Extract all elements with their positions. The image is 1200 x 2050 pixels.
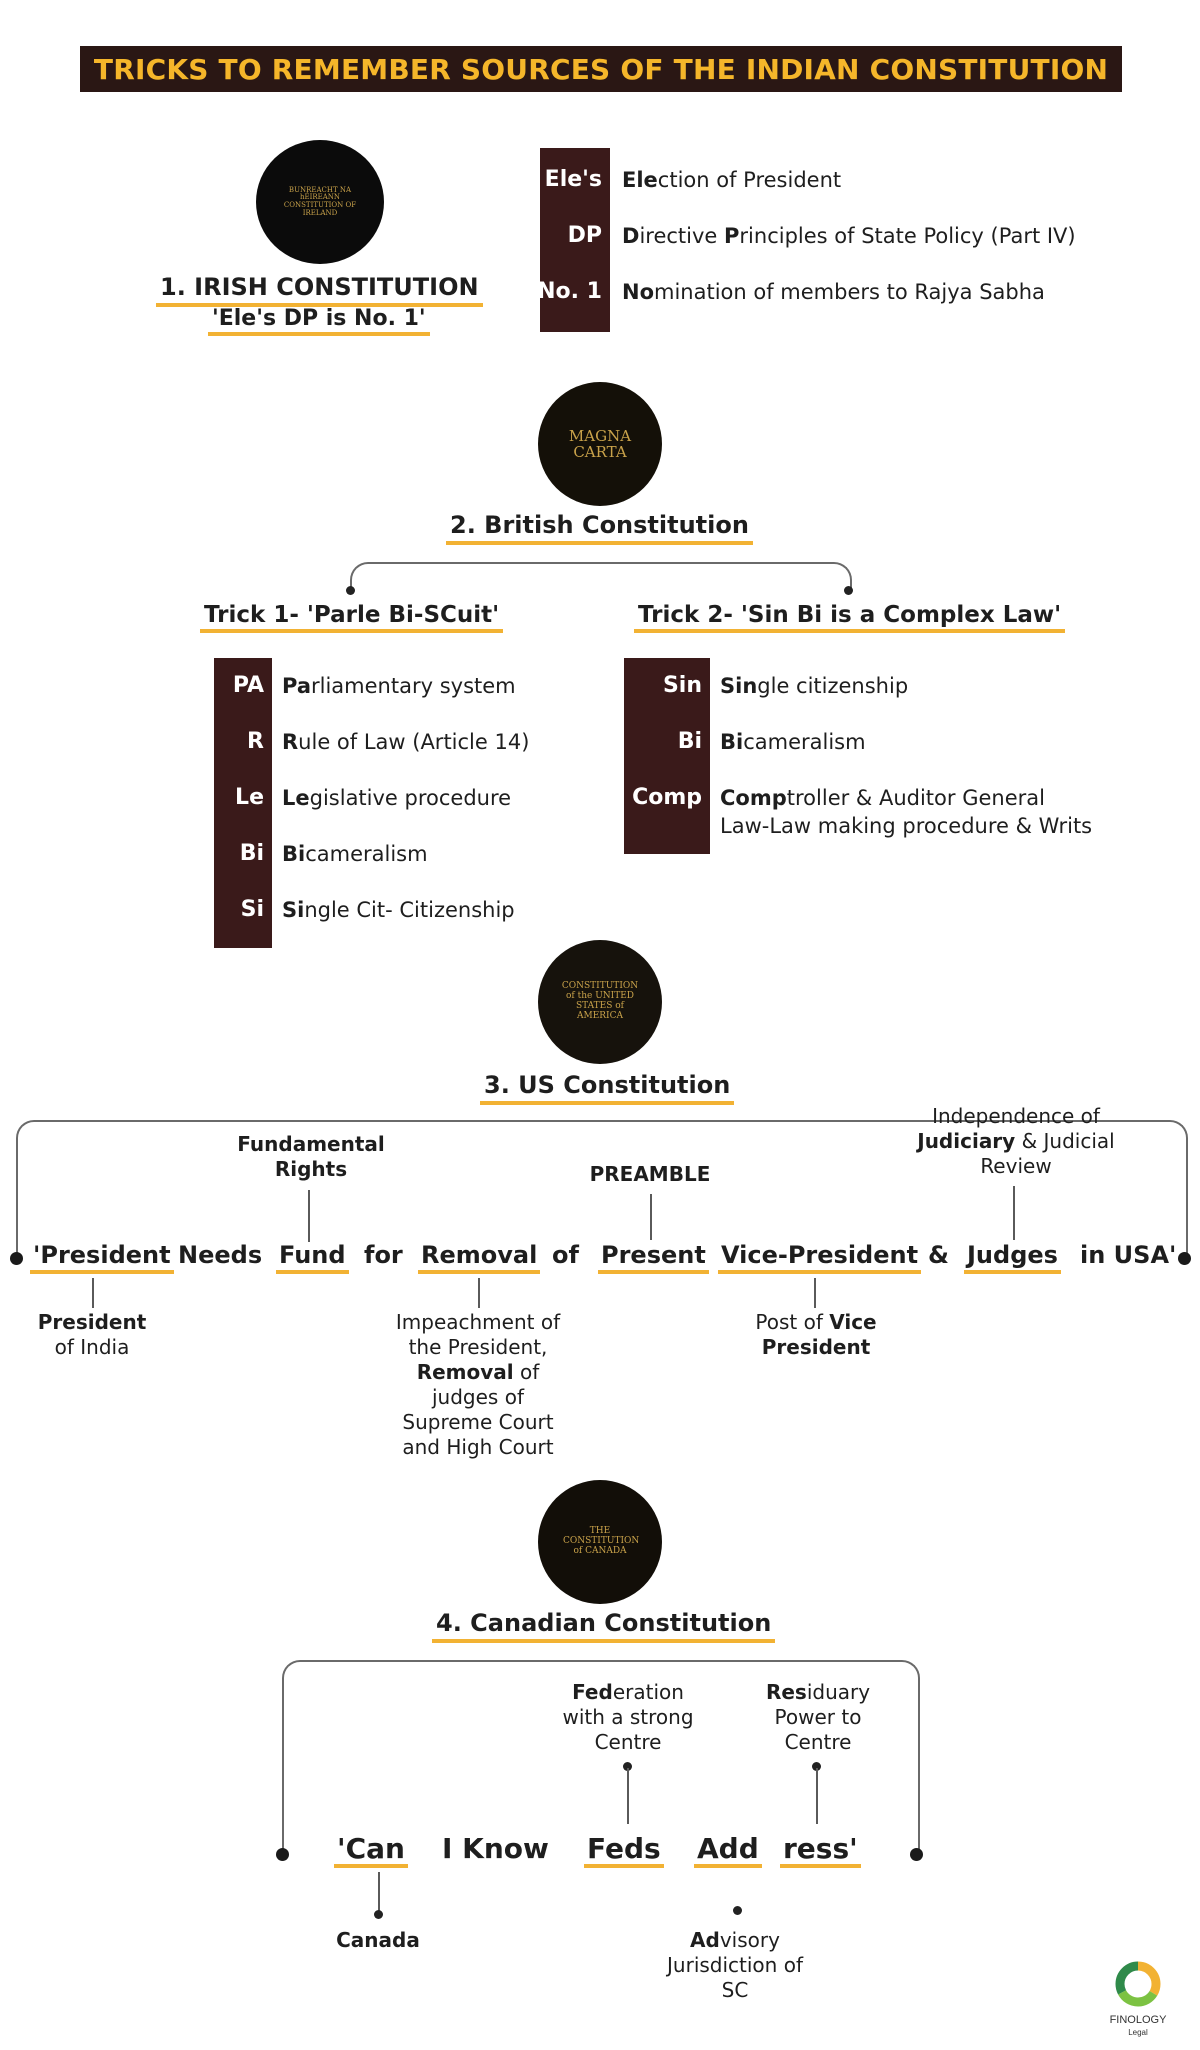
us-word-vice-president: Vice-President [718, 1240, 922, 1274]
canada-heading: 4. Canadian Constitution [432, 1609, 776, 1643]
us-note-impeachment: Impeachment of the President, Removal of… [395, 1310, 561, 1459]
trick2-desc-3: Comptroller & Auditor General [720, 786, 1045, 810]
irish-trick: 'Ele's DP is No. 1' [208, 306, 430, 337]
canada-emblem-text: THE CONSTITUTION of CANADA [563, 1526, 640, 1556]
us-note-president-of-india: President of India [37, 1310, 147, 1359]
finology-logo-sub: Legal [1128, 2028, 1148, 2037]
us-word-removal: Removal [418, 1240, 541, 1274]
canada-word-i-know: I Know [442, 1832, 549, 1865]
canada-bracket-dot-right [910, 1848, 923, 1861]
irish-constitution-emblem: BUNREACHT NA hÉIREANN CONSTITUTION OF IR… [256, 140, 384, 264]
trick2-desc-1: Single citizenship [720, 674, 909, 698]
british-branch-dot-left [346, 586, 355, 595]
irish-emblem-text: BUNREACHT NA hÉIREANN CONSTITUTION OF IR… [283, 185, 357, 217]
canada-note-federation: Federation with a strong Centre [562, 1680, 694, 1754]
trick1-abbr-4: Bi [239, 841, 264, 866]
trick2-abbr-1: Sin [662, 673, 702, 698]
trick1-abbr-3: Le [235, 785, 264, 810]
canada-word-ress: ress' [780, 1834, 861, 1868]
canada-bracket-dot-left [276, 1848, 289, 1861]
us-word-president: 'President [30, 1240, 174, 1274]
us-word-of: of [552, 1241, 579, 1269]
irish-abbr-column: Ele's DP No. 1 [537, 148, 610, 332]
trick2-desc-2: Bicameralism [720, 730, 866, 754]
irish-desc-1: Election of President [622, 168, 842, 192]
us-note-preamble: PREAMBLE [589, 1162, 711, 1186]
british-heading: 2. British Constitution [446, 511, 753, 545]
trick1-abbr-1: PA [232, 673, 264, 698]
british-branch-dot-right [844, 586, 853, 595]
trick1-abbr-2: R [247, 729, 264, 754]
trick1-desc-5: Single Cit- Citizenship [282, 898, 515, 922]
irish-heading: 1. IRISH CONSTITUTION [156, 273, 483, 307]
canada-connector-feds [627, 1768, 629, 1824]
canada-word-feds: Feds [584, 1834, 664, 1868]
trick1-desc-1: Parliamentary system [282, 674, 516, 698]
us-connector-present [650, 1194, 652, 1240]
us-bracket-dot-left [10, 1252, 23, 1265]
trick1-abbr-column: PA R Le Bi Si [214, 658, 272, 948]
canada-branch-bracket [282, 1660, 920, 1856]
trick1-desc-4: Bicameralism [282, 842, 428, 866]
canada-dot-feds [623, 1762, 632, 1771]
us-word-for: for [364, 1241, 403, 1269]
trick2-abbr-column: Sin Bi Comp [624, 658, 710, 854]
us-connector-removal [478, 1278, 480, 1308]
canada-note-advisory: Advisory Jurisdiction of SC [667, 1928, 803, 2002]
us-note-vice-president: Post of Vice President [755, 1310, 877, 1359]
us-word-ampersand: & [928, 1241, 949, 1269]
canada-word-can: 'Can [334, 1834, 408, 1868]
irish-desc-3: Nomination of members to Rajya Sabha [622, 280, 1045, 304]
canada-note-residuary: Residuary Power to Centre [765, 1680, 871, 1754]
us-note-fundamental-rights: Fundamental Rights [237, 1132, 385, 1181]
trick2-abbr-3: Comp [632, 785, 702, 810]
trick1-abbr-5: Si [240, 897, 264, 922]
us-constitution-emblem: CONSTITUTION of the UNITED STATES of AME… [538, 940, 662, 1064]
us-word-needs: Needs [178, 1241, 263, 1269]
us-word-fund: Fund [276, 1240, 349, 1274]
trick1-desc-2: Rule of Law (Article 14) [282, 730, 530, 754]
us-connector-president [92, 1278, 94, 1308]
irish-abbr-3: No. 1 [537, 279, 602, 304]
us-note-independence: Independence of Judiciary & Judicial Rev… [917, 1104, 1115, 1178]
canada-constitution-emblem: THE CONSTITUTION of CANADA [538, 1480, 662, 1604]
us-word-in-usa: in USA' [1080, 1241, 1177, 1269]
irish-abbr-1: Ele's [544, 167, 602, 192]
us-word-judges: Judges [964, 1240, 1061, 1274]
us-branch-bracket [16, 1120, 1188, 1258]
finology-logo: FINOLOGY Legal [1090, 1958, 1186, 2044]
us-connector-judges [1013, 1186, 1015, 1240]
canada-dot-ress [812, 1762, 821, 1771]
finology-logo-text: FINOLOGY [1109, 2014, 1167, 2026]
magna-carta-emblem-text: MAGNA CARTA [568, 426, 632, 461]
page-title: TRICKS TO REMEMBER SOURCES OF THE INDIAN… [80, 46, 1122, 92]
british-trick1-label: Trick 1- 'Parle Bi-SCuit' [200, 602, 504, 634]
irish-desc-2: Directive Principles of State Policy (Pa… [622, 224, 1076, 248]
irish-abbr-2: DP [567, 223, 602, 248]
canada-dot-add [733, 1906, 742, 1915]
finology-logo-icon [1115, 1961, 1161, 2007]
us-heading: 3. US Constitution [480, 1071, 735, 1105]
canada-connector-can [378, 1872, 380, 1912]
british-branch-bracket [350, 562, 852, 588]
us-bracket-dot-right [1178, 1252, 1191, 1265]
canada-note-canada: Canada [336, 1928, 420, 1952]
trick1-desc-3: Legislative procedure [282, 786, 512, 810]
us-emblem-text: CONSTITUTION of the UNITED STATES of AME… [561, 981, 639, 1021]
us-connector-fund [308, 1190, 310, 1242]
magna-carta-emblem: MAGNA CARTA [538, 382, 662, 506]
trick2-abbr-2: Bi [677, 729, 702, 754]
canada-connector-ress [816, 1768, 818, 1824]
british-trick2-label: Trick 2- 'Sin Bi is a Complex Law' [634, 602, 1066, 634]
canada-word-add: Add [694, 1834, 762, 1868]
canada-dot-can [374, 1910, 383, 1919]
us-connector-vice-president [814, 1278, 816, 1308]
us-word-present: Present [598, 1240, 709, 1274]
trick2-desc-3b: Law-Law making procedure & Writs [720, 814, 1093, 838]
